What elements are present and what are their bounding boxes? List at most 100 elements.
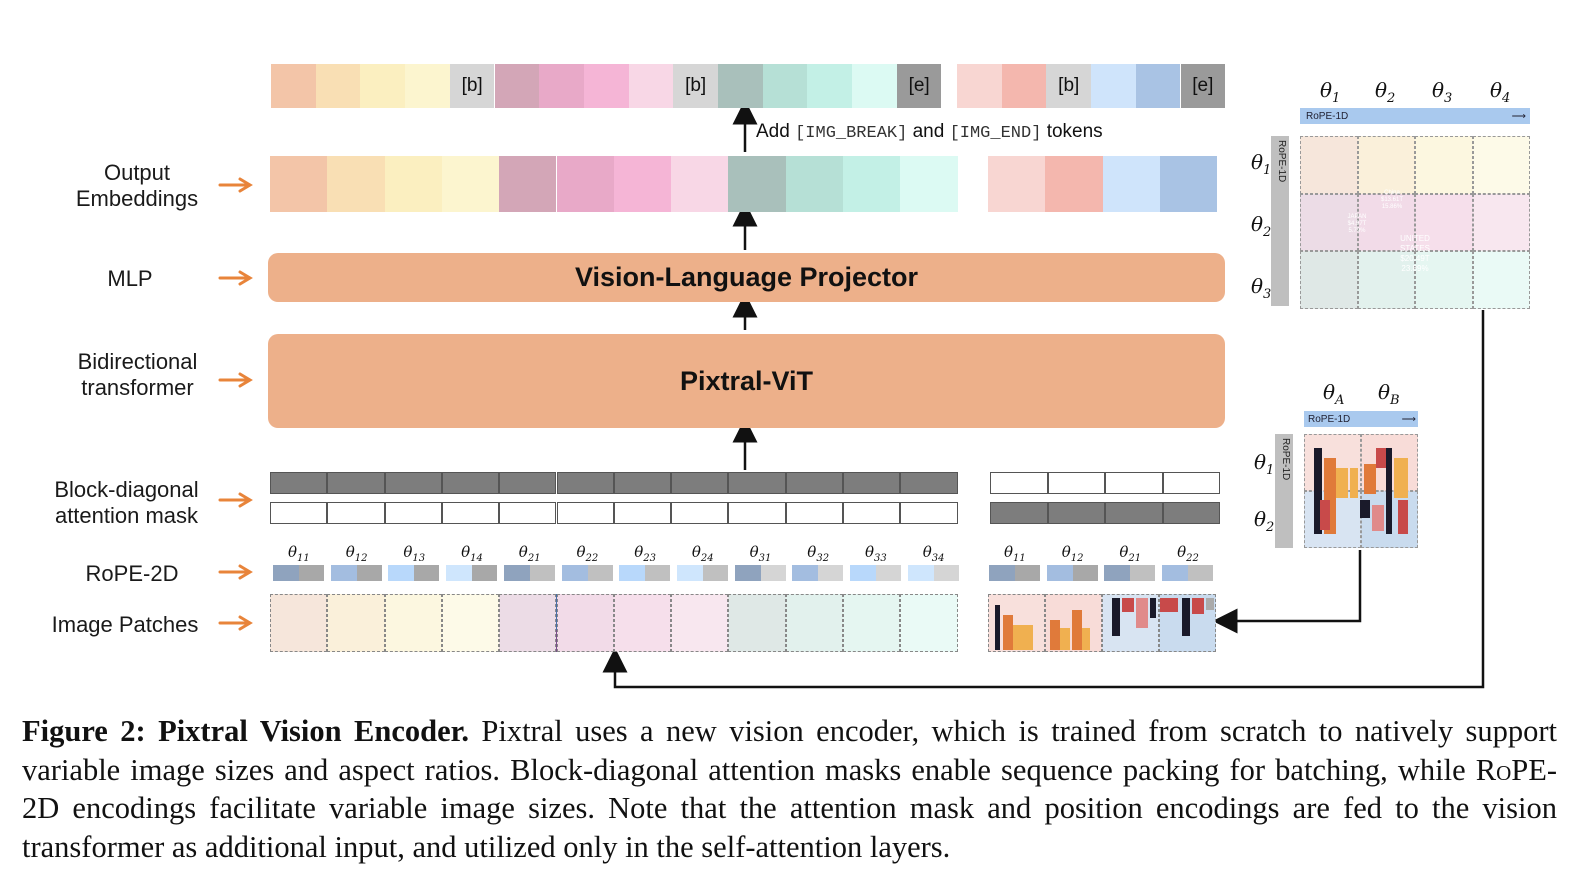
theta-subscript: 14 xyxy=(470,553,483,564)
mask-cell xyxy=(556,472,614,494)
image1-grid-cell xyxy=(1472,193,1530,251)
theta-symbol: θ xyxy=(749,543,759,561)
theta-subscript: 34 xyxy=(931,553,945,564)
embedding-cell xyxy=(1159,156,1218,212)
token-cell xyxy=(583,64,629,108)
mask-cell xyxy=(270,472,328,494)
img-end-token: [IMG_END] xyxy=(949,124,1042,143)
theta-top: θ1 xyxy=(1320,78,1340,106)
chart-bar-fragment xyxy=(1013,625,1023,650)
end-token: [e] xyxy=(896,64,942,108)
caption-body-2: encodings facilitate variable image size… xyxy=(22,791,1557,864)
image-patch xyxy=(785,594,843,652)
chart-bar-fragment xyxy=(1350,468,1358,498)
chart-bar-fragment xyxy=(1150,598,1156,618)
image1-grid-cell xyxy=(1300,136,1358,194)
embedding-cell xyxy=(785,156,843,212)
image-patch xyxy=(843,594,901,652)
theta-symbol: θ xyxy=(288,543,298,561)
add-prefix: Add xyxy=(756,121,790,142)
theta-symbol: θ xyxy=(1061,543,1071,561)
theta-side: θ3 xyxy=(1251,274,1271,302)
rope-cell-row xyxy=(850,565,876,581)
theta-symbol: θ xyxy=(1119,543,1129,561)
embedding-cell xyxy=(728,156,786,212)
token-cell xyxy=(957,64,1002,108)
rope-cell-row xyxy=(734,565,761,581)
image-patch xyxy=(441,594,500,652)
rope-cell-col xyxy=(529,565,555,581)
mask-cell xyxy=(499,472,557,494)
break-token: [b] xyxy=(1046,64,1092,108)
mask-cell xyxy=(384,502,442,524)
image1-grid-cell xyxy=(1300,251,1358,309)
embedding-cell xyxy=(556,156,614,212)
mask-cell xyxy=(990,472,1048,494)
theta-symbol: θ xyxy=(1251,212,1264,236)
image1-grid-cell xyxy=(1472,251,1530,309)
chart-bar-fragment xyxy=(1082,628,1090,650)
theta-top: θB xyxy=(1378,380,1400,408)
rope-label: θ11 xyxy=(1004,543,1026,564)
add-and: and xyxy=(912,121,945,142)
embedding-cell xyxy=(613,156,672,212)
rope-cell-row xyxy=(1046,565,1073,581)
caption-label: Figure 2: xyxy=(22,714,146,748)
rope-cell-row xyxy=(330,565,357,581)
mask-cell xyxy=(270,502,328,524)
rope-cell-col xyxy=(1015,565,1040,581)
mask-cell xyxy=(728,472,786,494)
rope-1d-label: RoPE-1D xyxy=(1280,438,1291,481)
chart-bar-fragment xyxy=(1394,458,1408,498)
figure-caption: Figure 2: Pixtral Vision Encoder. Pixtra… xyxy=(22,712,1557,866)
theta-symbol: θ xyxy=(807,543,817,561)
chart-bar-fragment xyxy=(1336,468,1348,498)
mask-cell xyxy=(1105,502,1163,524)
pie-label-japan: JAPAN $4.97T 5.79% xyxy=(1347,214,1367,234)
theta-subscript: 4 xyxy=(1502,91,1511,106)
theta-subscript: 31 xyxy=(758,553,772,564)
row-arrow xyxy=(218,372,253,388)
rope-cell-col xyxy=(760,565,786,581)
token-cell xyxy=(807,64,853,108)
theta-symbol: θ xyxy=(1320,78,1333,102)
mask-cell xyxy=(843,472,901,494)
rope-cell-col xyxy=(356,565,382,581)
theta-subscript: 1 xyxy=(1332,91,1341,106)
embedding-cell xyxy=(900,156,958,212)
caption-title: Pixtral Vision Encoder. xyxy=(158,714,469,748)
theta-symbol: θ xyxy=(518,543,528,561)
chart-bar-fragment xyxy=(1192,598,1204,614)
row-arrow xyxy=(218,615,253,631)
embedding-cell xyxy=(843,156,901,212)
theta-symbol: θ xyxy=(1490,78,1503,102)
token-cell xyxy=(539,64,584,108)
rope-label: θ21 xyxy=(1119,543,1141,564)
row-arrow xyxy=(218,564,253,580)
token-cell xyxy=(405,64,450,108)
theta-symbol: θ xyxy=(1254,507,1267,531)
image1-grid-cell xyxy=(1357,136,1415,194)
rope-label: θ32 xyxy=(807,543,829,564)
theta-subscript: 1 xyxy=(1266,463,1275,478)
token-cell xyxy=(1001,64,1047,108)
rope-cell-row xyxy=(273,565,299,581)
image1-grid-cell xyxy=(1357,251,1415,309)
mask-cell xyxy=(990,502,1048,524)
theta-symbol: θ xyxy=(865,543,875,561)
theta-subscript: 33 xyxy=(874,553,887,564)
rope-cell-row xyxy=(676,565,703,581)
theta-side: θ1 xyxy=(1251,150,1271,178)
rope-cell-col xyxy=(645,565,671,581)
chart-bar-fragment xyxy=(1136,598,1148,628)
rope-label: θ11 xyxy=(288,543,310,564)
caption-rope: RoPE-2D xyxy=(22,752,1557,826)
theta-top: θ3 xyxy=(1432,78,1452,106)
image-patch xyxy=(384,594,442,652)
rope-cell-col xyxy=(414,565,440,581)
chart-bar-fragment xyxy=(1398,500,1408,534)
label-mask: Block-diagonal attention mask xyxy=(54,477,199,528)
rope-label: θ31 xyxy=(750,543,772,564)
rope-label: θ14 xyxy=(461,543,483,564)
token-cell xyxy=(1091,64,1136,108)
